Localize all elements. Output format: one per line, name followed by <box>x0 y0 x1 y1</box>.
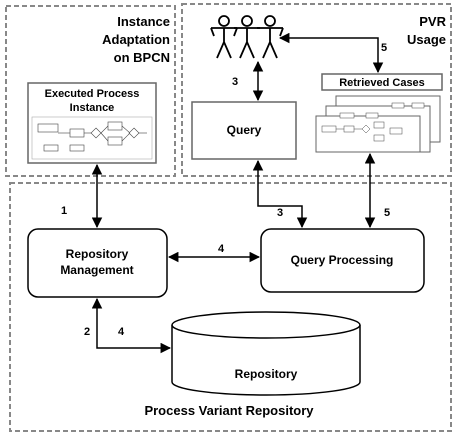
edges <box>91 32 384 354</box>
repository-region: Process Variant Repository <box>9 182 452 432</box>
edge-repomgmt-repository <box>91 297 172 354</box>
users-group <box>210 15 284 59</box>
user-icon <box>234 15 260 59</box>
query-node: Query <box>191 101 297 160</box>
repository-management-label-2: Management <box>60 263 133 277</box>
retrieved-case-stack <box>315 95 441 153</box>
instance-adaptation-title-1: Instance <box>117 14 170 29</box>
repository-store-cylinder: Repository <box>171 311 361 396</box>
edge-query-queryproc <box>252 159 308 229</box>
executed-process-label-1: Executed Process <box>45 88 140 100</box>
edge-label-users-query: 3 <box>232 76 238 88</box>
retrieved-cases-label: Retrieved Cases <box>339 77 425 89</box>
repository-management-label-1: Repository <box>66 247 129 261</box>
instance-adaptation-title-3: on BPCN <box>114 50 170 65</box>
repository-management-node: Repository Management <box>27 228 168 298</box>
executed-process-node: Executed Process Instance <box>27 82 157 164</box>
repository-region-title: Process Variant Repository <box>144 403 314 418</box>
pvr-usage-region: PVR Usage <box>181 3 452 177</box>
edge-users-retrieved <box>278 32 384 74</box>
edge-label-repomgmt-store: 2 <box>84 326 90 338</box>
query-label: Query <box>227 123 262 137</box>
retrieved-cases-node: Retrieved Cases <box>315 73 443 153</box>
query-processing-label: Query Processing <box>291 253 394 267</box>
edge-label-repomgmt-queryproc: 4 <box>218 243 225 255</box>
instance-adaptation-region: Instance Adaptation on BPCN <box>5 5 176 177</box>
process-model-thumbnail <box>31 116 153 160</box>
pvr-usage-title-2: Usage <box>407 32 446 47</box>
edge-label-query-queryproc: 3 <box>277 207 283 219</box>
executed-process-label-2: Instance <box>70 102 115 114</box>
pvr-usage-title-1: PVR <box>419 14 446 29</box>
user-icon <box>257 15 284 59</box>
query-processing-node: Query Processing <box>260 228 425 293</box>
edge-labels: 5 3 1 3 5 4 2 4 <box>61 42 390 338</box>
edge-label-users-retrieved: 5 <box>381 42 387 54</box>
edge-label-repomgmt-retrieve: 4 <box>118 326 125 338</box>
edge-label-executed-repomgmt: 1 <box>61 205 67 217</box>
edge-label-retrieved-queryproc: 5 <box>384 207 390 219</box>
repository-store-label: Repository <box>235 367 298 381</box>
instance-adaptation-title-2: Adaptation <box>102 32 170 47</box>
user-icon <box>210 15 238 59</box>
